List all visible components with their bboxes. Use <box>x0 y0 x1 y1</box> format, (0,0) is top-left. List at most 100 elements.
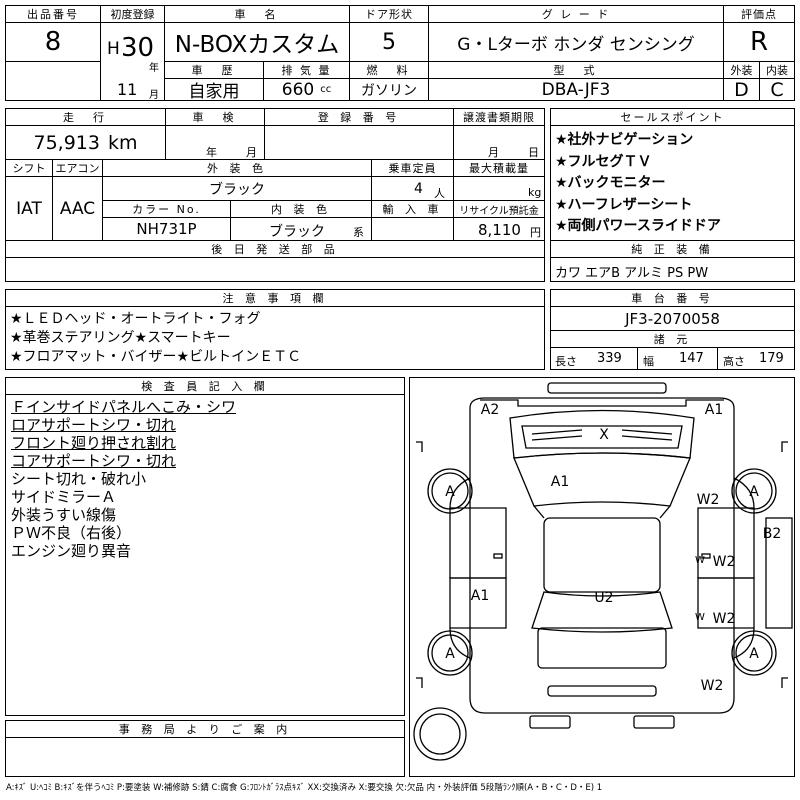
aircon-label: エアコン <box>52 159 103 177</box>
displacement-box: 660 cc <box>263 78 350 101</box>
exterior-label: 外装 <box>723 61 760 79</box>
lot-number-blank <box>5 61 101 101</box>
interior-color-value: ブラック <box>269 224 325 240</box>
capacity-box: 4 人 <box>371 176 454 201</box>
capacity-label: 乗車定員 <box>371 159 454 177</box>
transfer-deadline-label: 譲渡書類期限 <box>453 108 545 126</box>
damage-mark: A <box>445 484 455 500</box>
door-type-label: ドア形状 <box>349 5 429 23</box>
equipment-value: カワ エアB アルミ PS PW <box>555 266 709 281</box>
selling-point-item: ★バックモニター <box>555 175 666 191</box>
inspector-item: ロアサポートシワ・切れ <box>11 416 177 434</box>
height-value: 179 <box>759 351 784 366</box>
displacement-label: 排 気 量 <box>263 61 350 79</box>
model-value: DBA-JF3 <box>428 78 724 101</box>
damage-mark: W2 <box>713 554 736 570</box>
selling-points-label: セールスポイント <box>550 108 795 126</box>
length-label: 長さ <box>555 355 577 368</box>
registration-number-label: 登 録 番 号 <box>264 108 454 126</box>
transfer-deadline-box: 月 日 <box>453 125 545 160</box>
recycle-value: 8,110 <box>478 221 521 239</box>
inspector-item: エンジン廻り異音 <box>11 542 132 560</box>
damage-small-mark: W <box>695 612 705 623</box>
selling-point-item: ★ハーフレザーシート <box>555 196 693 213</box>
damage-mark: W2 <box>697 492 720 508</box>
specs-label: 諸 元 <box>550 330 795 348</box>
capacity-value: 4 <box>414 181 423 197</box>
car-diagram-frame: A2 A1 X A1 A A W2 B2 W2 A1 U2 W2 A A W2 … <box>409 377 795 777</box>
mileage-unit: km <box>107 131 138 154</box>
transfer-day-unit: 日 <box>528 146 539 159</box>
history-value: 自家用 <box>164 78 264 101</box>
selling-point-item: ★社外ナビゲーション <box>555 132 694 148</box>
inspection-box: 年 月 <box>165 125 265 160</box>
note-item: ★革巻ステアリング★スマートキー <box>10 330 231 346</box>
mileage-value: 75,913 <box>33 131 100 154</box>
inspection-year-unit: 年 <box>206 146 217 159</box>
color-number-value: NH731P <box>102 217 231 241</box>
grade-label: グ レ ー ド <box>428 5 724 23</box>
damage-mark: W2 <box>713 611 736 627</box>
shift-value: IAT <box>5 176 53 241</box>
damage-mark: A <box>749 646 759 662</box>
car-name-label: 車 名 <box>164 5 350 23</box>
inspector-item: 外装うすい線傷 <box>11 506 117 524</box>
color-number-label: カラー No. <box>102 200 231 218</box>
inspector-box: Ｆインサイドパネルへこみ・シワ ロアサポートシワ・切れ フロント廻り押され割れ … <box>5 394 405 716</box>
inspector-item: フロント廻り押され割れ <box>11 434 177 452</box>
import-label: 輸 入 車 <box>371 200 454 218</box>
equipment-box: カワ エアB アルミ PS PW <box>550 257 795 282</box>
displacement-value: 660 <box>281 79 315 100</box>
length-value: 339 <box>597 351 622 366</box>
year-value: 30 <box>121 33 155 63</box>
lot-number-value: 8 <box>5 22 101 62</box>
note-item: ★ＬＥＤヘッド・オートライト・フォグ <box>10 311 261 327</box>
first-registration-box: H 30 年 11 月 <box>100 22 165 101</box>
chassis-number-label: 車 台 番 号 <box>550 289 795 307</box>
interior-value: C <box>759 78 795 101</box>
lot-number-label: 出品番号 <box>5 5 101 23</box>
inspection-month-unit: 月 <box>246 146 257 159</box>
first-registration-label: 初度登録 <box>100 5 165 23</box>
mileage-box: 75,913 km <box>5 125 166 160</box>
height-label: 高さ <box>723 355 745 368</box>
transfer-month-unit: 月 <box>488 146 499 159</box>
import-box <box>371 217 454 241</box>
year-unit: 年 <box>149 63 159 74</box>
recycle-label: リサイクル預託金 <box>453 200 545 218</box>
recycle-unit: 円 <box>530 226 541 239</box>
fuel-label: 燃 料 <box>349 61 429 79</box>
car-damage-diagram: A2 A1 X A1 A A W2 B2 W2 A1 U2 W2 A A W2 … <box>413 382 793 761</box>
inspector-item: ＰＷ不良（右後） <box>11 524 132 542</box>
damage-mark: A2 <box>481 402 499 418</box>
notes-list: ★ＬＥＤヘッド・オートライト・フォグ ★革巻ステアリング★スマートキー ★フロア… <box>10 310 301 367</box>
exterior-color-label: 外 装 色 <box>102 159 372 177</box>
damage-mark: B2 <box>763 526 782 542</box>
interior-label: 内装 <box>759 61 795 79</box>
inspection-label: 車 検 <box>165 108 265 126</box>
office-box <box>5 737 405 777</box>
width-value: 147 <box>679 351 704 366</box>
interior-color-label: 内 装 色 <box>230 200 372 218</box>
car-name-value: N-BOXカスタム <box>164 22 350 62</box>
aircon-value: AAC <box>52 176 103 241</box>
recycle-box: 8,110 円 <box>453 217 545 241</box>
selling-points-list: ★社外ナビゲーション ★フルセグＴＶ ★バックモニター ★ハーフレザーシート ★… <box>555 130 721 238</box>
damage-mark: A1 <box>471 588 489 604</box>
model-label: 型 式 <box>428 61 724 79</box>
later-parts-label: 後 日 発 送 部 品 <box>5 240 545 258</box>
damage-small-mark: W <box>695 555 705 566</box>
inspector-item: サイドミラーＡ <box>11 488 117 506</box>
equipment-label: 純 正 装 備 <box>550 240 795 258</box>
exterior-color-value: ブラック <box>102 176 372 201</box>
displacement-unit: cc <box>320 84 332 95</box>
grade-value: G・Lターボ ホンダ センシング <box>428 22 724 62</box>
damage-mark: A1 <box>705 402 723 418</box>
width-label: 幅 <box>643 355 654 368</box>
max-load-unit: kg <box>528 186 542 199</box>
damage-mark: X <box>599 427 609 443</box>
damage-mark: A1 <box>551 474 569 490</box>
max-load-label: 最大積載量 <box>453 159 545 177</box>
notes-label: 注 意 事 項 欄 <box>5 289 545 307</box>
inspector-item: コアサポートシワ・切れ <box>11 452 177 470</box>
